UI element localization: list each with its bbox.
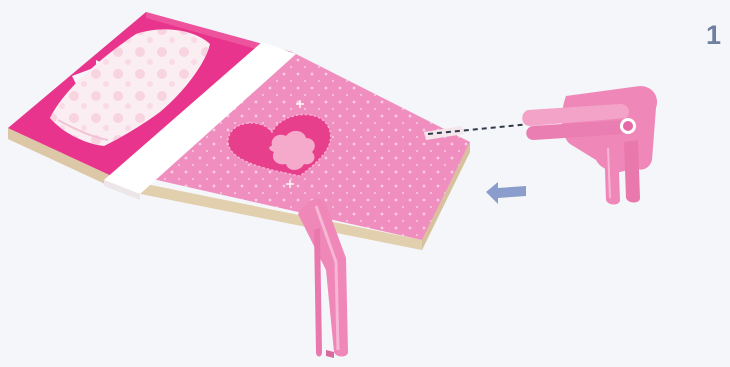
arrow-left-icon [486,182,526,204]
step-number: 1 [706,22,721,49]
attached-bed-leg [298,199,348,358]
corner-bracket-piece [522,86,657,205]
